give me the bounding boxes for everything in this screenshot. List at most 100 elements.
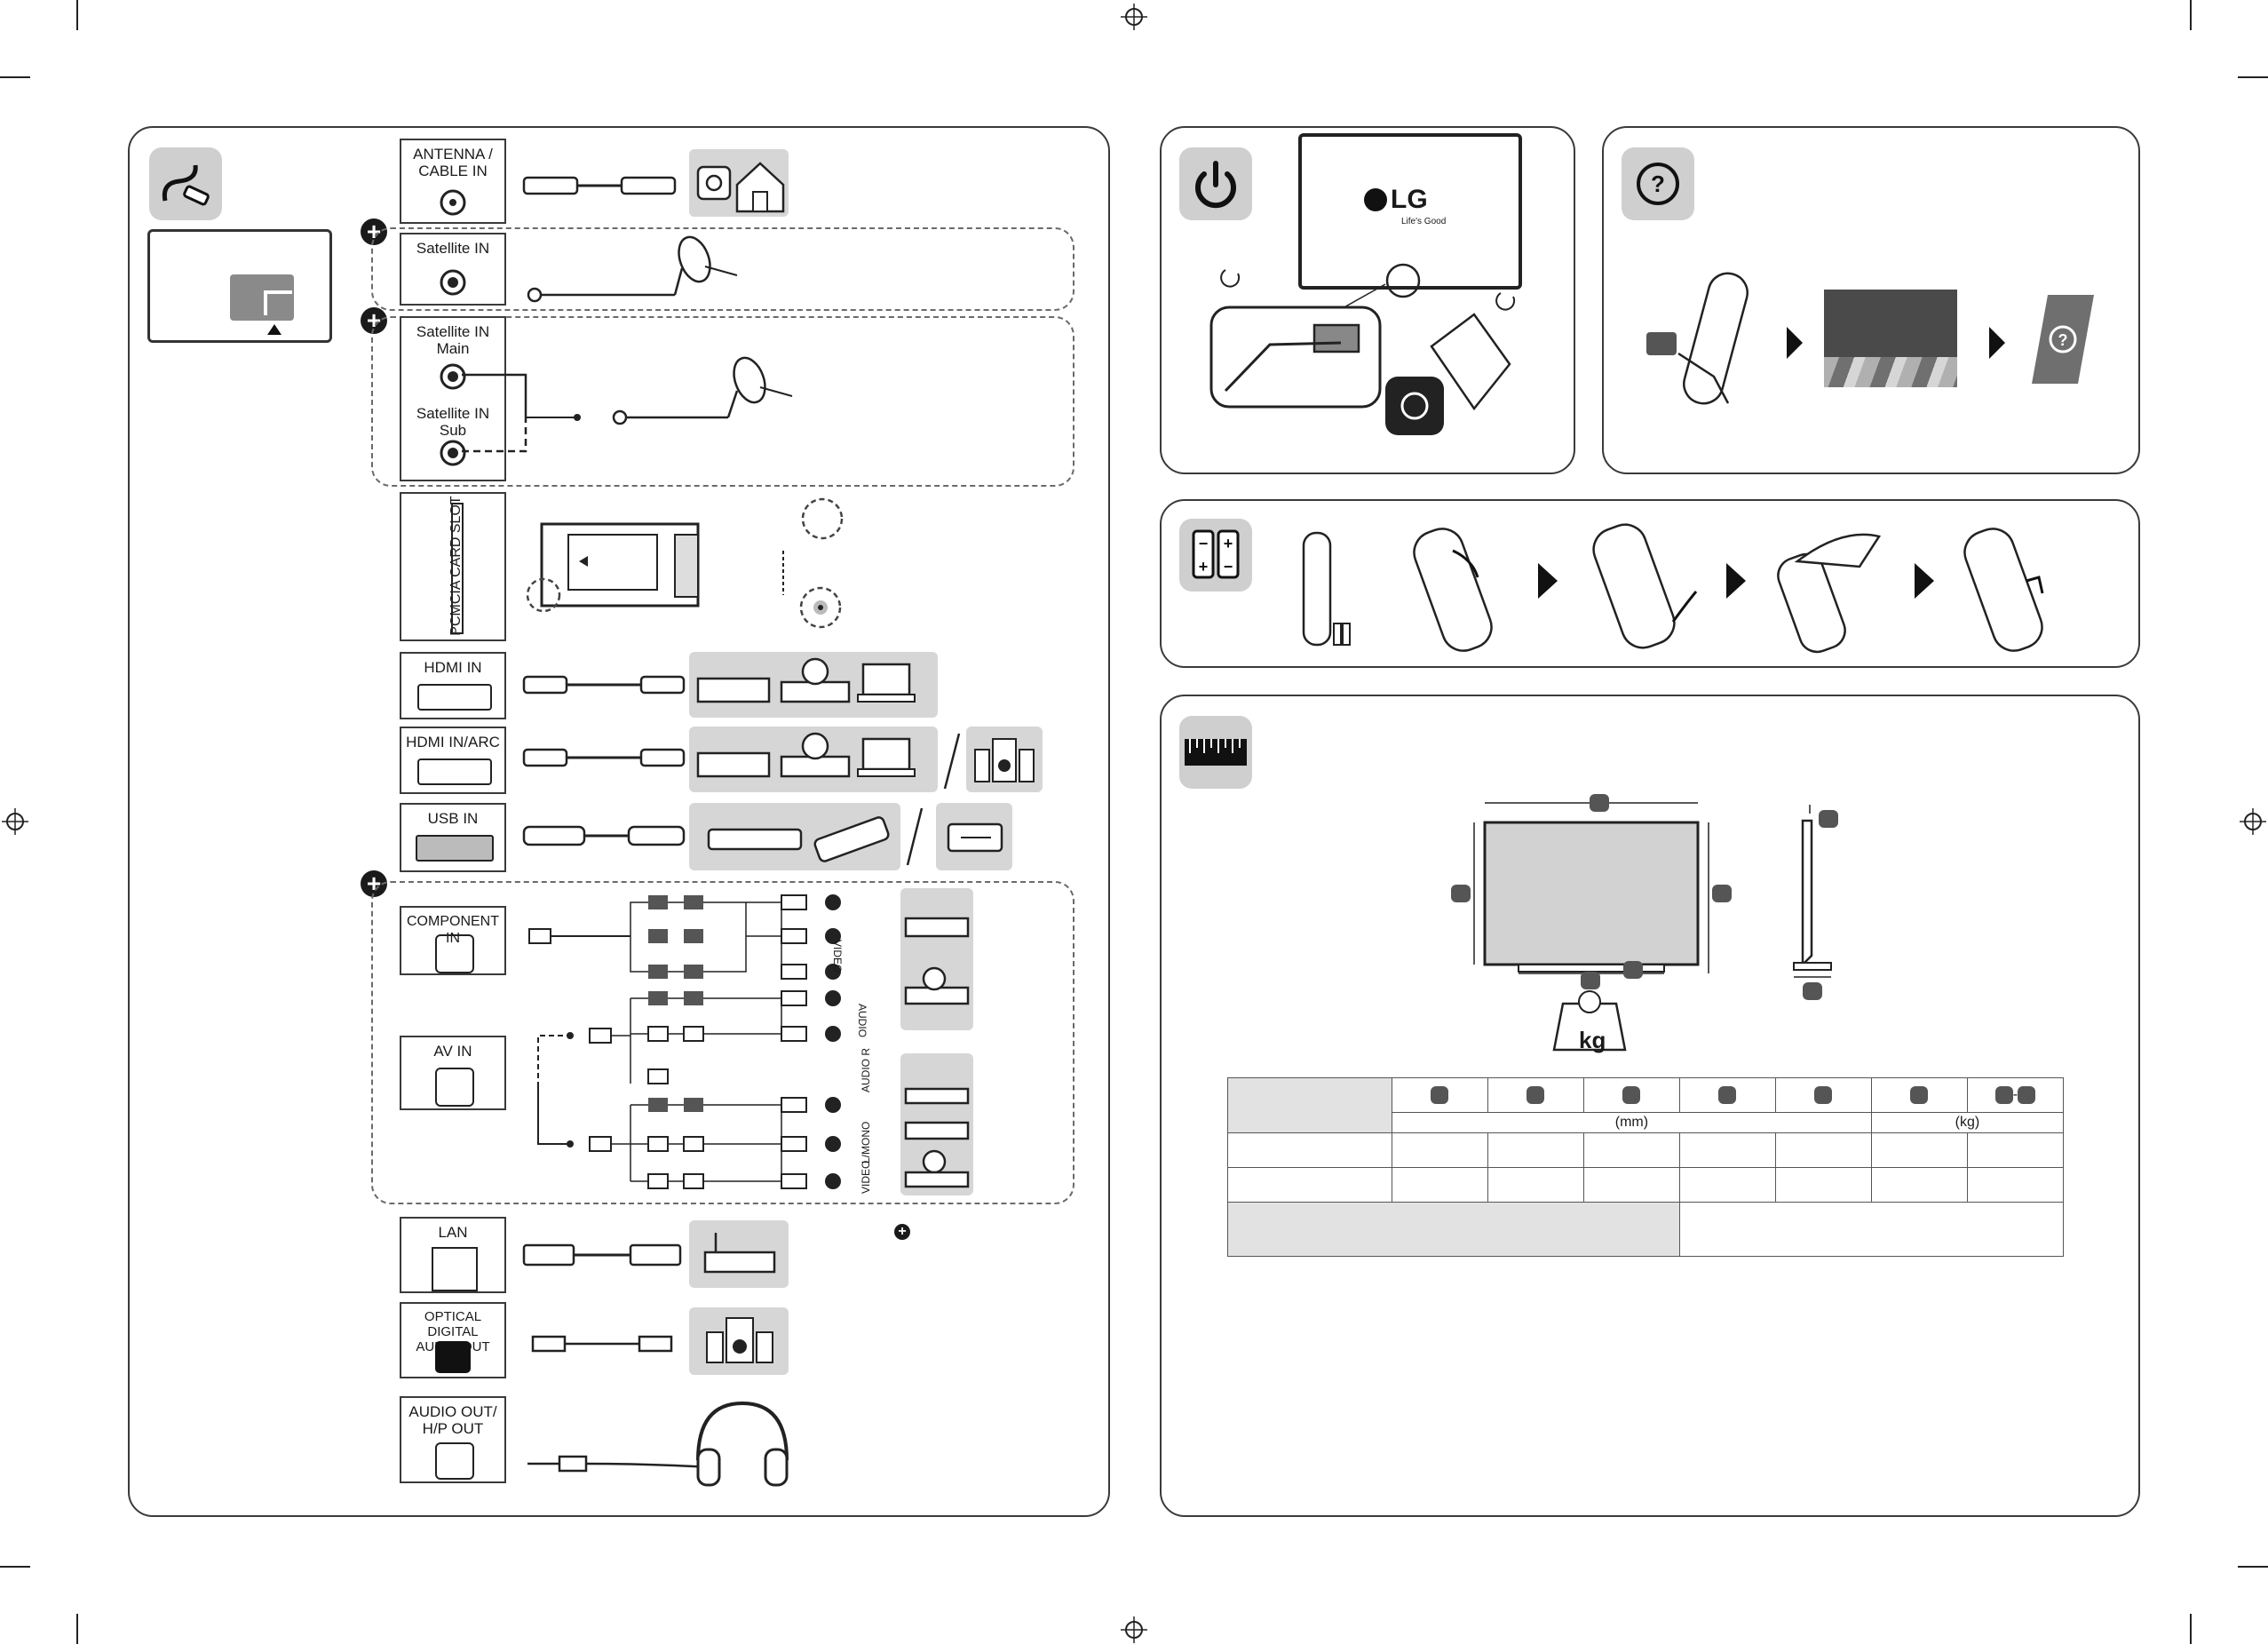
unit-kg: (kg) [1870,1112,2065,1133]
optical-port: OPTICAL DIGITAL AUDIO OUT [400,1302,506,1378]
battery-step-3 [1777,533,1882,654]
tv-dimensions-side [1793,805,1838,1000]
svg-text:?: ? [2058,331,2068,349]
lan-cable [522,1243,682,1267]
registration-mark [1121,1616,1147,1643]
coax-cable [522,176,677,195]
tv-dimensions-front [1451,794,1732,1052]
tv-front [1298,133,1522,290]
arrow-right [1787,327,1803,359]
satellite-sub-label: Satellite IN Sub [416,405,490,439]
hdmi-devices [689,652,938,718]
tv-back-illustration [147,229,332,343]
power-button-illustration [1209,263,1516,435]
av-devices [900,1053,973,1195]
component-devices [900,888,973,1030]
kg-label: kg [1579,1027,1606,1053]
crop-mark [0,76,30,78]
optional-plus-small-icon: + [894,1224,910,1240]
battery-step-1 [1413,528,1493,652]
arrow-right [1989,327,2005,359]
hdmi-arc-port: HDMI IN/ARC [400,727,506,794]
cable-plug-icon [149,147,222,220]
antenna-label: ANTENNA / CABLE IN [413,146,493,179]
antenna-port: ANTENNA / CABLE IN [400,139,506,224]
antenna-wall-box [689,149,789,217]
satellite-main-label: Satellite IN Main [416,323,490,357]
speaker-box [689,1307,789,1375]
av-video-label: VIDEO [860,1160,872,1194]
hdmi-label: HDMI IN [424,659,482,676]
arrow-right [1915,563,1934,599]
slash-divider [906,807,924,866]
hdmi-arc-label: HDMI IN/ARC [406,734,500,751]
svg-text:+: + [1224,535,1233,552]
optional-group [371,316,1075,487]
hdmi-cable [522,675,686,695]
crop-mark [2238,1566,2268,1568]
crop-mark [2190,1614,2192,1644]
satellite-dish-dual [462,356,793,453]
usb-stick [936,803,1012,870]
av-audio-r-label: AUDIO R [860,1047,872,1092]
component-video-label: VIDEO [831,940,844,973]
help-screen [1824,290,1957,387]
lg-logo-text: LG [1391,185,1428,214]
unit-mm: (mm) [1391,1112,1872,1133]
svg-text:?: ? [1651,171,1665,197]
av-label: AV IN [433,1043,472,1060]
svg-text:−: − [1199,535,1209,552]
slash-divider [943,733,961,790]
arrow-right [1726,563,1746,599]
svg-text:+: + [1199,558,1209,576]
component-audio-label: AUDIO [856,1004,868,1038]
crop-mark [76,0,78,30]
crop-mark [0,1566,30,1568]
satellite-port: Satellite IN [400,233,506,306]
hdmi-port: HDMI IN [400,652,506,719]
optical-cable [531,1335,673,1353]
usb-port: USB IN [400,803,506,872]
power-icon [1179,147,1252,220]
battery-step-2 [1592,523,1698,649]
registration-mark [2240,808,2266,835]
satellite-dish [527,235,738,303]
component-av-wiring [528,894,841,1189]
optional-group [371,881,1075,1204]
audio-out-port: AUDIO OUT/ H/P OUT [400,1396,506,1483]
crop-mark [76,1614,78,1644]
satellite-label: Satellite IN [416,240,490,257]
battery-icon: −++− [1179,519,1252,592]
lan-port: LAN [400,1217,506,1293]
lan-label: LAN [438,1224,468,1241]
pcmcia-port: PCMCIA CARD SLOT [400,492,506,641]
usb-label: USB IN [427,810,479,827]
dimensions-table: - (mm) (kg) [1227,1077,2065,1257]
lg-tagline-text: Life's Good [1401,217,1447,226]
question-icon: ? [1622,147,1694,220]
arrow-right [1538,563,1558,599]
hdmi-arc-devices [689,727,938,792]
usb-cable [522,825,686,846]
component-port: COMPONENT IN [400,906,506,975]
help-tile-icon: ? [2032,295,2094,384]
ci-card [526,497,844,629]
svg-text:−: − [1224,558,1233,576]
av-port: AV IN [400,1036,506,1110]
registration-mark [1121,4,1147,30]
ruler-icon [1179,716,1252,789]
optional-group [371,227,1075,311]
battery-step-4 [1963,528,2044,652]
remote-home-illustration [1646,272,1749,405]
soundbar-speaker [966,727,1043,792]
remote-with-batteries [1302,531,1351,647]
av-lmono-label: L/MONO [860,1121,872,1164]
usb-devices [689,803,900,870]
router-box [689,1220,789,1288]
crop-mark [2238,76,2268,78]
registration-mark [2,808,28,835]
crop-mark [2190,0,2192,30]
satellite-main-sub-port: Satellite IN Main Satellite IN Sub [400,316,506,481]
hdmi-cable [522,748,686,767]
headphones [527,1401,789,1487]
